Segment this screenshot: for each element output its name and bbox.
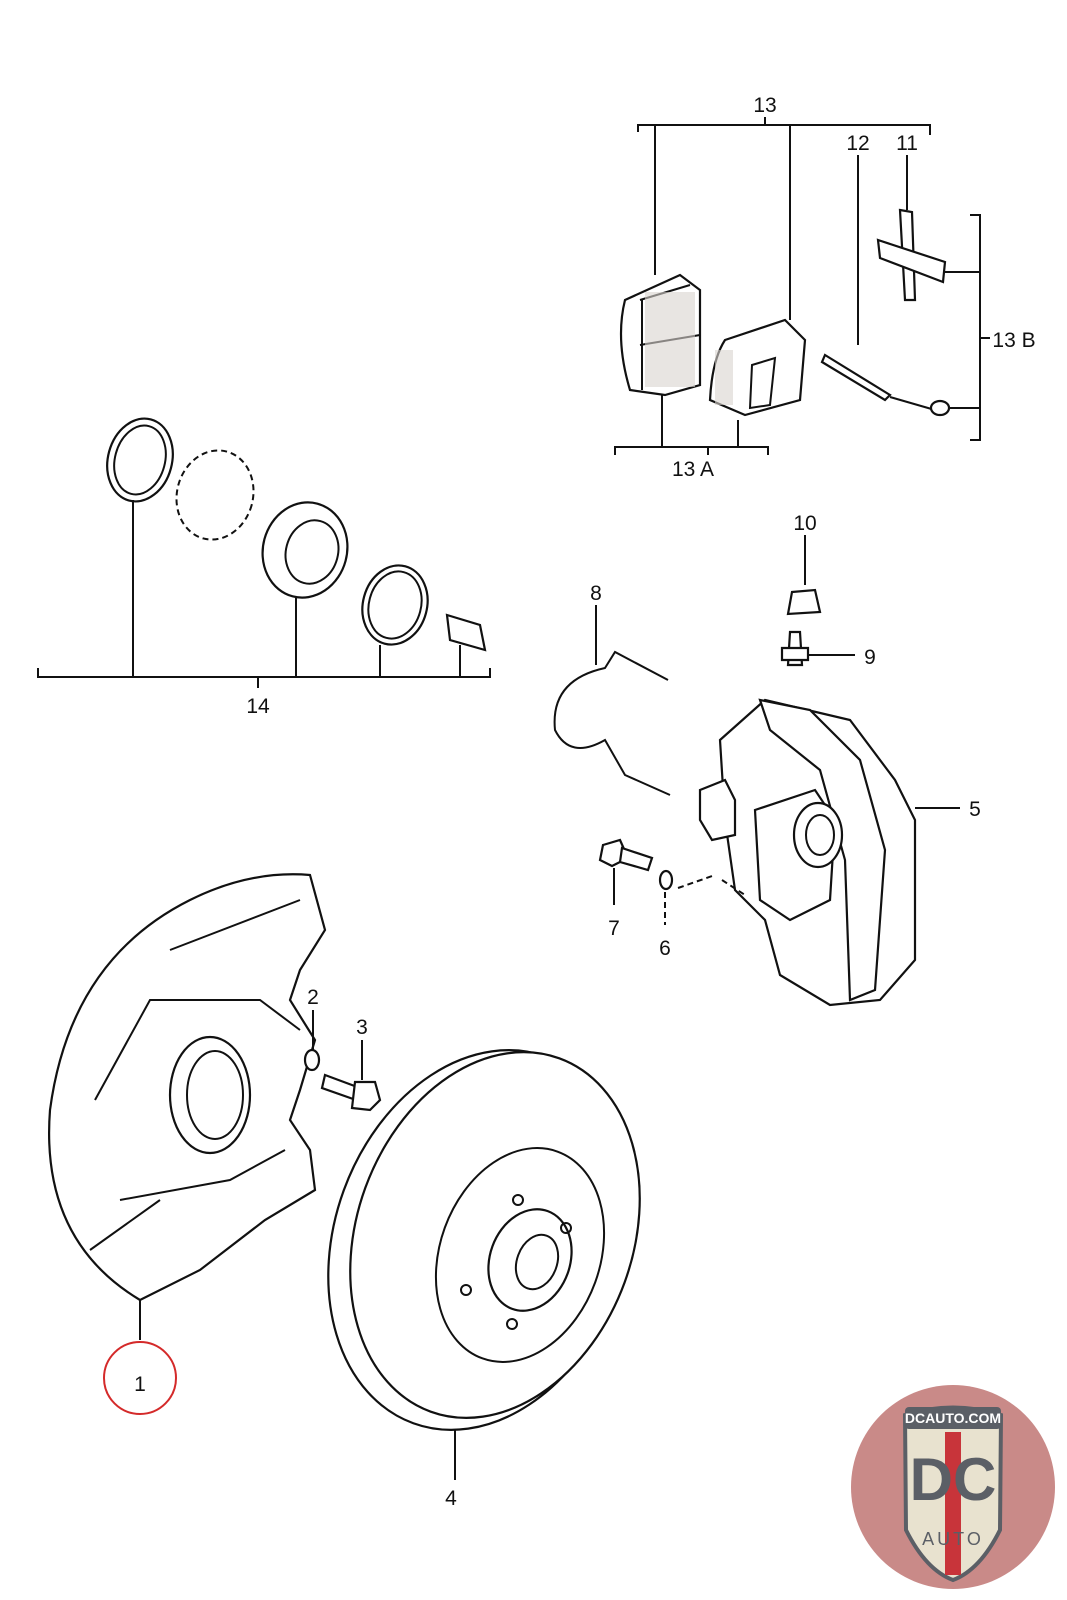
brake-pad-inner	[708, 318, 807, 417]
logo-text-top: DCAUTO.COM	[905, 1410, 1001, 1426]
callout-12: 12	[846, 132, 869, 155]
caliper-spring-clip	[553, 605, 671, 796]
callout-6: 6	[659, 937, 671, 960]
brake-disc	[327, 1049, 641, 1480]
callout-11: 11	[896, 132, 918, 155]
dcauto-logo: DCAUTO.COM DC AUTO	[851, 1385, 1055, 1589]
spring-washer	[303, 1010, 321, 1072]
callout-8: 8	[590, 582, 602, 605]
callout-13a: 13 A	[672, 458, 714, 481]
brake-caliper	[698, 698, 960, 1007]
logo-text-sub: AUTO	[922, 1529, 984, 1549]
callout-13: 13	[753, 94, 776, 117]
callout-5: 5	[969, 798, 981, 821]
caliper-bolt	[598, 838, 654, 905]
highlight-circle	[103, 1341, 177, 1415]
callout-13b: 13 B	[992, 329, 1035, 352]
bracket-13a	[614, 395, 769, 455]
bracket-13b	[945, 214, 990, 441]
callout-4: 4	[445, 1487, 457, 1510]
callout-14: 14	[246, 695, 270, 718]
callout-1[interactable]: 1	[134, 1373, 146, 1396]
bleeder-valve	[780, 630, 855, 667]
callout-3: 3	[356, 1016, 368, 1039]
brake-pad-outer	[619, 273, 702, 397]
callout-9: 9	[864, 646, 876, 669]
logo-text-main: DC	[910, 1446, 997, 1513]
pad-retaining-pin	[820, 155, 951, 417]
bleeder-cap	[786, 535, 822, 616]
lock-washer	[658, 869, 746, 925]
brake-backing-plate	[48, 873, 327, 1340]
caliper-seal-kit	[37, 417, 491, 688]
callout-10: 10	[793, 512, 816, 535]
callout-2: 2	[307, 986, 319, 1009]
bracket-13	[637, 117, 931, 320]
callout-7: 7	[608, 917, 620, 940]
cross-spring	[876, 155, 947, 302]
hex-bolt	[320, 1040, 382, 1112]
